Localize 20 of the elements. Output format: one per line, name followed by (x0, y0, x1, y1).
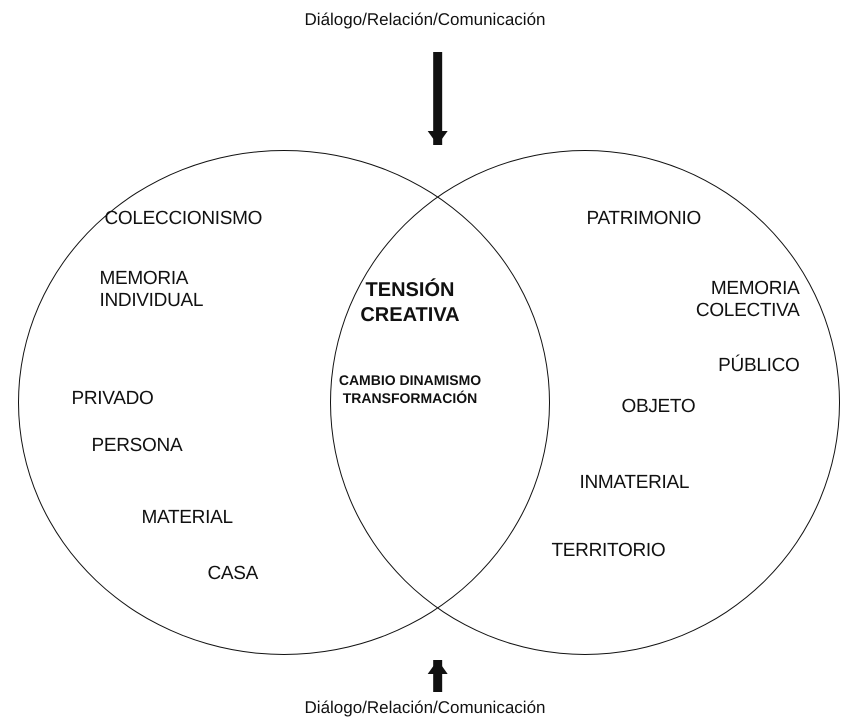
arrow (428, 660, 448, 692)
caption-text: Diálogo/Relación/Comunicación (250, 10, 600, 30)
concept-label: PERSONA (92, 434, 184, 458)
circle (18, 150, 550, 655)
center-label: CAMBIO DINAMISMO TRANSFORMACIÓN (338, 372, 482, 407)
center-label: TENSIÓN CREATIVA (359, 278, 461, 328)
concept-label: COLECCIONISMO (104, 208, 264, 230)
concept-label: OBJETO (622, 396, 696, 418)
concept-label: PRIVADO (72, 388, 155, 410)
concept-label: PATRIMONIO (586, 208, 702, 230)
concept-label: MEMORIA COLECTIVA (694, 278, 800, 324)
concept-label: CASA (208, 562, 260, 586)
circle (330, 150, 840, 655)
concept-label: PÚBLICO (717, 354, 800, 378)
concept-label: TERRITORIO (552, 540, 666, 562)
concept-label: INMATERIAL (580, 472, 690, 494)
caption-text: Diálogo/Relación/Comunicación (250, 698, 600, 718)
arrow (428, 52, 448, 145)
concept-label: MATERIAL (142, 506, 234, 530)
concept-label: MEMORIA INDIVIDUAL (100, 268, 204, 314)
